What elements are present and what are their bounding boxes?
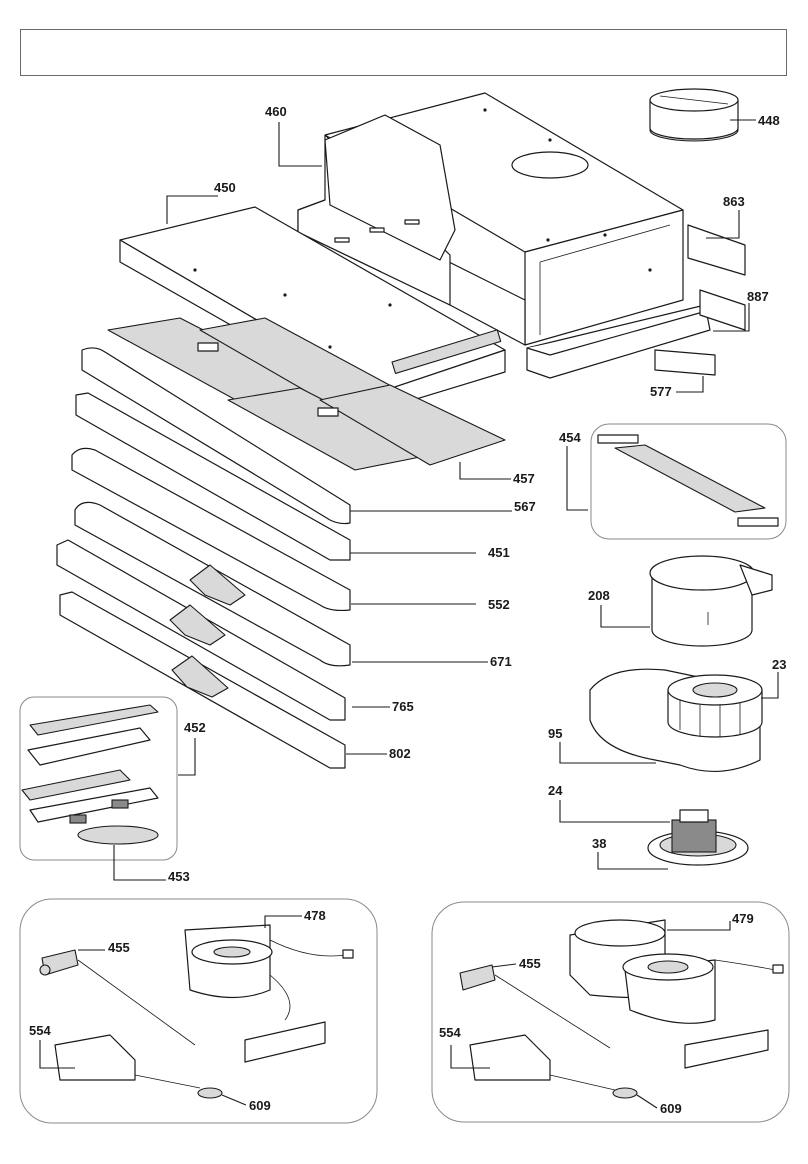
label-765: 765 (392, 699, 414, 714)
label-609-left: 609 (249, 1098, 271, 1113)
part-577-bracket (654, 349, 716, 376)
part-765-profile (56, 539, 346, 721)
group-454-frame (590, 423, 787, 540)
part-552-profile (71, 447, 351, 612)
label-38: 38 (592, 836, 606, 851)
label-460: 460 (265, 104, 287, 119)
group-452-control (19, 696, 178, 861)
label-457: 457 (513, 471, 535, 486)
label-671: 671 (490, 654, 512, 669)
part-457-filters (107, 317, 506, 471)
label-455-left: 455 (108, 940, 130, 955)
label-478: 478 (304, 908, 326, 923)
label-863: 863 (723, 194, 745, 209)
label-609-right: 609 (660, 1101, 682, 1116)
part-567-profile (81, 347, 351, 525)
part-802-profile (59, 591, 346, 769)
part-23-fan-wheel (667, 674, 763, 738)
label-24: 24 (548, 783, 563, 798)
leader-lines (39, 119, 779, 1109)
label-479: 479 (732, 911, 754, 926)
part-451-profile (75, 392, 351, 561)
label-450: 450 (214, 180, 236, 195)
label-577: 577 (650, 384, 672, 399)
label-554-left: 554 (29, 1023, 51, 1038)
group-479-wiring (431, 901, 790, 1123)
label-453: 453 (168, 869, 190, 884)
label-552: 552 (488, 597, 510, 612)
part-24-motor (671, 809, 717, 853)
label-454: 454 (559, 430, 581, 445)
label-208: 208 (588, 588, 610, 603)
part-labels: 460 448 450 863 887 577 454 457 567 451 … (29, 104, 786, 1116)
label-455-right: 455 (519, 956, 541, 971)
part-208-housing (649, 555, 773, 647)
group-478-wiring (19, 898, 378, 1124)
label-451: 451 (488, 545, 510, 560)
label-887: 887 (747, 289, 769, 304)
label-452: 452 (184, 720, 206, 735)
part-448-collar (649, 88, 739, 142)
title-box (20, 29, 787, 76)
label-448: 448 (758, 113, 780, 128)
label-567: 567 (514, 499, 536, 514)
label-802: 802 (389, 746, 411, 761)
part-887-front-bar (526, 304, 711, 379)
label-23: 23 (772, 657, 786, 672)
part-671-profile (74, 501, 351, 667)
label-554-right: 554 (439, 1025, 461, 1040)
label-95: 95 (548, 726, 562, 741)
part-460-housing (297, 92, 684, 346)
